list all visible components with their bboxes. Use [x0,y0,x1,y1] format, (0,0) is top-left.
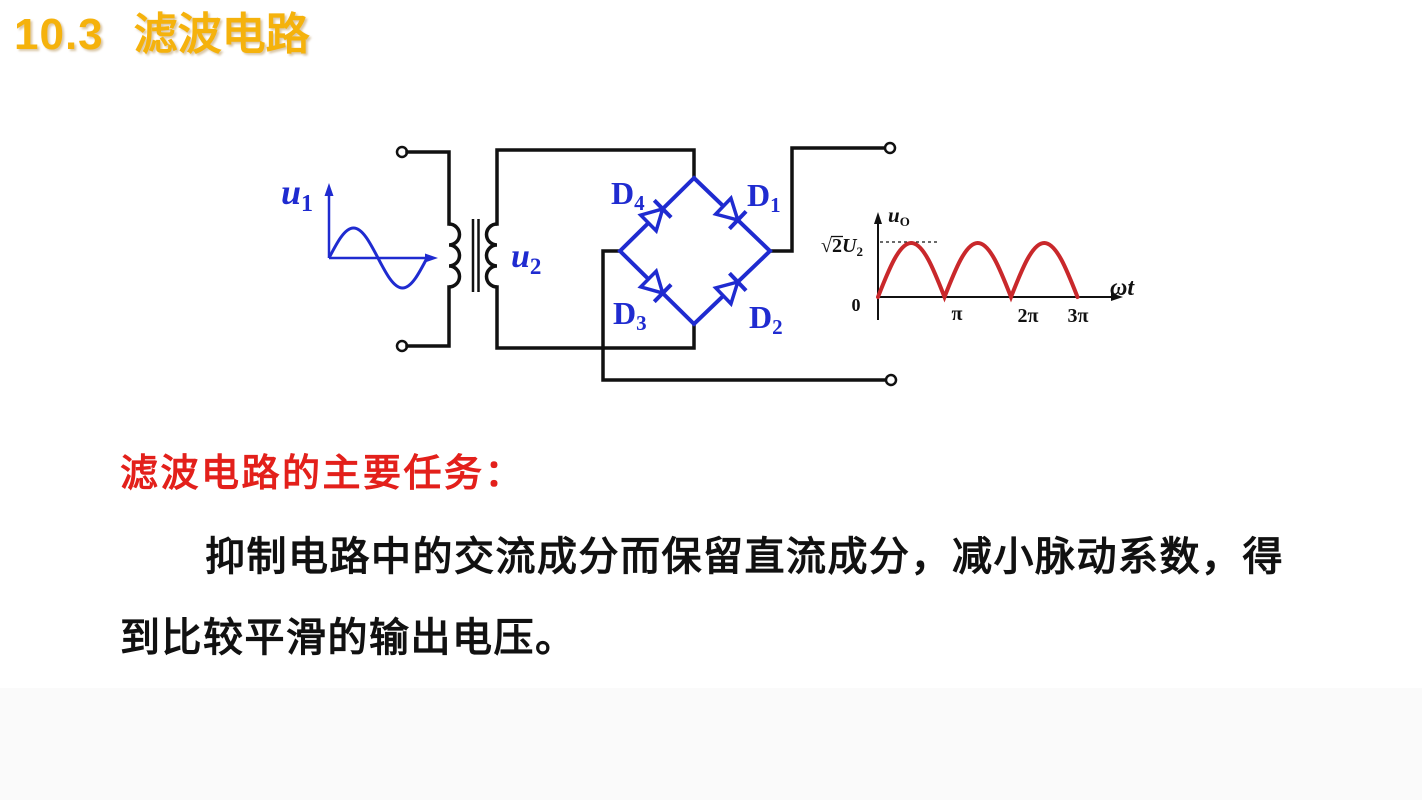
secondary-voltage-symbol: u [511,238,530,275]
output-voltage-label: uO [888,203,910,229]
diode-label-d3: D3 [613,295,647,335]
rectified-waveform [876,240,1080,303]
input-y-axis-arrow [324,183,334,196]
secondary-top-wire [495,148,696,226]
diode-label-d2: D2 [749,299,783,339]
secondary-bottom-wire [495,285,696,350]
diode-triangle [637,206,666,235]
diode-d1 [712,194,748,231]
output-voltage-symbol: u [888,203,900,227]
diode-triangle [637,267,666,296]
diode-bar [728,209,748,231]
primary-top-wire [405,150,451,226]
output-y-axis-arrow [874,212,882,224]
x-axis-label: ωt [1110,275,1135,301]
peak-symbol: U [842,235,858,257]
tick-label-2pi: 2π [1018,305,1039,327]
diode-d3 [637,267,673,304]
peak-subscript: 2 [856,244,863,259]
input-x-axis-arrow [425,253,438,263]
secondary-voltage-subscript: 2 [530,254,542,279]
diode-bar [728,271,748,293]
output-terminal-negative [884,373,898,387]
input-waveform: u1 [281,172,438,290]
diode-d2 [712,271,748,308]
task-description-line: 到比较平滑的输出电压。 [120,615,577,661]
diode-subscript: 3 [636,311,647,335]
diode-triangle [712,279,741,308]
output-x-axis-arrow [1111,293,1123,301]
output-waveform: uO √2U2 0 π 2π 3π ωt [821,203,1135,327]
output-terminal-positive [883,141,897,155]
peak-radical: √2 [821,235,842,257]
input-voltage-symbol: u [281,172,301,212]
tick-label-pi: π [952,303,963,325]
bridge-rectifier-circuit-diagram: u1 u2 [281,141,1135,387]
diode-triangle [712,194,741,223]
bridge-edges [617,175,773,327]
transformer: u2 [395,145,696,353]
section-number: 10.3 [14,10,104,59]
bridge-rectifier: D4 D1 D3 D2 [611,175,783,339]
diode-bar [652,198,673,219]
task-heading: 滤波电路的主要任务： [120,451,526,495]
origin-label: 0 [852,295,861,315]
output-negative-wire [601,249,888,382]
output-voltage-subscript: O [900,214,910,229]
diode-d4 [637,198,673,235]
diode-bar [652,283,673,304]
input-sine-wave [327,226,429,290]
primary-coil [448,222,462,289]
tick-label-3pi: 3π [1068,305,1089,327]
diode-label-d1: D1 [747,177,781,217]
slide-title: 10.3 滤波电路 [14,8,310,62]
slide-bottom-band [0,688,1422,800]
primary-bottom-wire [405,285,451,348]
peak-value-label: √2U2 [821,235,863,259]
task-description-line: 抑制电路中的交流成分而保留直流成分，减小脉动系数，得 [205,534,1284,580]
diode-subscript: 1 [770,193,781,217]
output-wiring [601,141,898,387]
diode-letter: D [611,175,634,211]
diode-subscript: 4 [634,191,645,215]
section-title: 滤波电路 [133,9,310,60]
diode-subscript: 2 [772,315,783,339]
diode-letter: D [613,295,636,331]
input-voltage-label: u1 [281,172,313,217]
output-positive-wire [768,146,887,253]
diode-letter: D [749,299,772,335]
diode-letter: D [747,177,770,213]
input-voltage-subscript: 1 [301,191,313,217]
secondary-coil [484,222,498,289]
secondary-voltage-label: u2 [511,238,541,279]
diode-label-d4: D4 [611,175,645,215]
